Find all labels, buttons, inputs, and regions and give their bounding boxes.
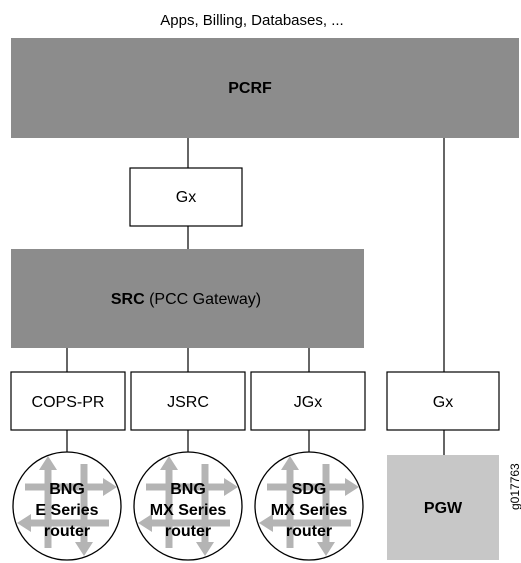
- gx-right-label: Gx: [433, 394, 453, 411]
- router-label-line1: BNG: [170, 481, 206, 498]
- routers-group: BNG E Series router BNG MX Series router SDG MX…: [12, 451, 364, 561]
- router-circle: [254, 451, 364, 561]
- copspr-label: COPS-PR: [32, 394, 105, 411]
- router-arrows-icon: [17, 456, 117, 556]
- figure-id: g017763: [508, 463, 521, 510]
- src-label: SRC (PCC Gateway): [111, 291, 261, 308]
- gx-upper-label: Gx: [176, 189, 196, 206]
- router-label-line3: router: [286, 523, 332, 540]
- pgw-box: [387, 455, 499, 560]
- copspr-box: [10, 371, 126, 431]
- jgx-label: JGx: [294, 394, 322, 411]
- jsrc-box: [130, 371, 246, 431]
- src-bold-text: SRC: [111, 291, 145, 308]
- router-circle: [133, 451, 243, 561]
- router-2: BNG MX Series router: [133, 451, 243, 561]
- router-1: BNG E Series router: [12, 451, 122, 561]
- router-label-line2: MX Series: [150, 502, 227, 519]
- jgx-box: [250, 371, 366, 431]
- pcrf-label: PCRF: [228, 80, 272, 97]
- router-arrows-icon: [138, 456, 238, 556]
- connector-lines: [66, 138, 445, 455]
- router-label-line1: SDG: [292, 481, 327, 498]
- src-box: [11, 249, 364, 348]
- router-label-line2: MX Series: [271, 502, 348, 519]
- router-label-line3: router: [44, 523, 90, 540]
- gx-upper-box: [129, 167, 243, 227]
- pcrf-box: [11, 38, 519, 138]
- src-subtitle-text: (PCC Gateway): [145, 291, 261, 308]
- jsrc-label: JSRC: [167, 394, 209, 411]
- pgw-label: PGW: [424, 500, 463, 517]
- router-label-line2: E Series: [35, 502, 98, 519]
- router-arrows-icon: [259, 456, 359, 556]
- router-3: SDG MX Series router: [254, 451, 364, 561]
- router-circle: [12, 451, 122, 561]
- top-caption: Apps, Billing, Databases, ...: [160, 12, 343, 29]
- gx-right-box: [386, 371, 500, 431]
- router-label-line1: BNG: [49, 481, 85, 498]
- router-label-line3: router: [165, 523, 211, 540]
